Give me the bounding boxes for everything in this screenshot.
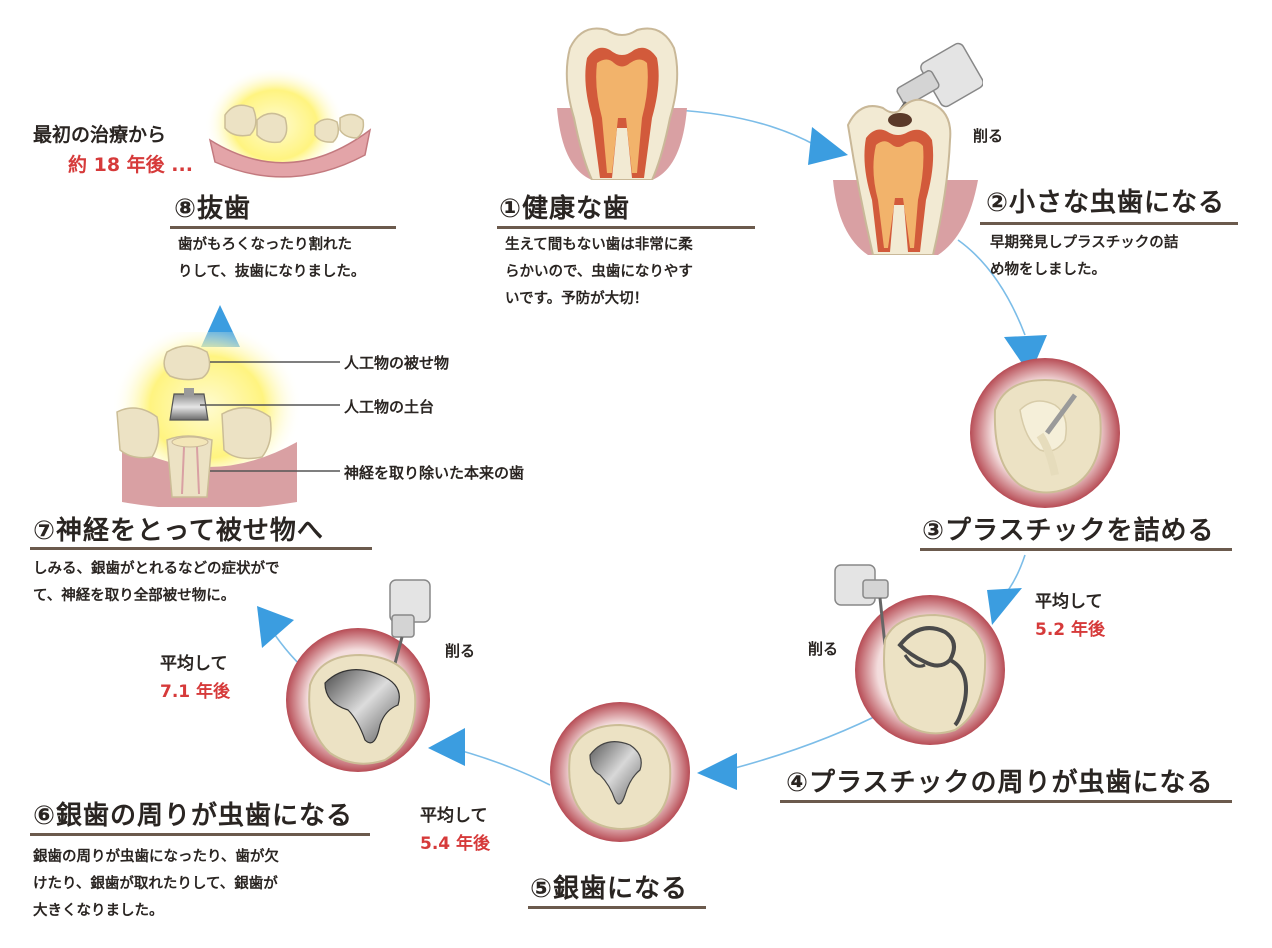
step-1-desc-line: 生えて間もない歯は非常に柔	[505, 237, 693, 253]
dental-drill-icon	[834, 564, 889, 646]
step-8-desc: 歯がもろくなったり割れた りして、抜歯になりました。	[178, 232, 418, 286]
connector-2-3	[957, 239, 1026, 336]
step-3-rule	[920, 548, 1232, 551]
step-3-title: ③プラスチックを詰める	[922, 516, 1215, 546]
step-8-title: ⑧抜歯	[174, 194, 252, 224]
arrow-2-3	[1004, 335, 1047, 375]
step-2-desc-line: め物をしました。	[990, 262, 1106, 278]
arrow-1-2	[808, 127, 848, 165]
plastic-filling-illustration	[970, 358, 1120, 508]
average-interval-5-6: 平均して 5.4 年後	[420, 802, 490, 858]
step-6-rule	[30, 833, 370, 836]
drill-label-step2: 削る	[973, 127, 1004, 145]
step-6-title: ⑥銀歯の周りが虫歯になる	[33, 801, 354, 831]
step-2-title: ②小さな虫歯になる	[986, 188, 1226, 218]
step-1-desc-line: らかいので、虫歯になりやす	[505, 264, 693, 280]
extraction-illustration	[205, 70, 372, 183]
average-prefix: 平均して	[1035, 592, 1103, 612]
label-natural-tooth: 神経を取り除いた本来の歯	[344, 464, 525, 482]
crown-callout-lines	[200, 361, 340, 472]
first-treatment-note: 最初の治療から 約 18 年後 ...	[33, 120, 193, 180]
average-prefix: 平均して	[420, 806, 488, 826]
average-years: 5.2 年後	[1035, 620, 1106, 640]
average-interval-3-4: 平均して 5.2 年後	[1035, 588, 1105, 644]
arrow-4-5	[697, 753, 737, 790]
arrow-6-7	[257, 606, 294, 648]
step-7-desc: しみる、銀歯がとれるなどの症状がで て、神経を取り全部被せ物に。	[33, 556, 373, 610]
healthy-tooth-illustration	[557, 27, 687, 180]
decay-around-silver-illustration	[286, 579, 431, 772]
drill-label-step6: 削る	[445, 642, 476, 660]
dental-drill-icon	[886, 42, 983, 129]
step-1-desc: 生えて間もない歯は非常に柔 らかいので、虫歯になりやす いです。予防が大切！	[505, 232, 755, 313]
step-1-rule	[497, 226, 755, 229]
step-1-title: ①健康な歯	[499, 194, 631, 224]
step-2-desc-line: 早期発見しプラスチックの詰	[990, 235, 1179, 251]
average-prefix: 平均して	[160, 654, 228, 674]
average-interval-6-7: 平均して 7.1 年後	[160, 650, 230, 706]
label-artificial-core: 人工物の土台	[344, 398, 435, 416]
step-4-rule	[780, 800, 1232, 803]
step-6-desc-line: 銀歯の周りが虫歯になったり、歯が欠	[33, 849, 279, 865]
dental-drill-icon	[389, 579, 431, 676]
first-treatment-line2: 約 18 年後 ...	[68, 154, 193, 176]
step-2-desc: 早期発見しプラスチックの詰 め物をしました。	[990, 230, 1250, 284]
step-5-title: ⑤銀歯になる	[530, 874, 689, 904]
step-7-desc-line: て、神経を取り全部被せ物に。	[33, 588, 236, 604]
step-8-rule	[170, 226, 396, 229]
step-2-rule	[980, 222, 1238, 225]
step-5-rule	[528, 906, 706, 909]
crown-illustration	[112, 332, 302, 507]
small-cavity-illustration	[833, 42, 983, 255]
connector-1-2	[675, 109, 816, 146]
step-8-desc-line: りして、抜歯になりました。	[178, 264, 366, 280]
silver-filling-illustration	[550, 702, 690, 842]
step-7-rule	[30, 547, 372, 550]
step-6-desc: 銀歯の周りが虫歯になったり、歯が欠 けたり、銀歯が取れたりして、銀歯が 大きくな…	[33, 844, 373, 925]
decay-around-plastic-illustration	[834, 564, 1005, 745]
arrow-5-6	[428, 728, 465, 766]
step-7-desc-line: しみる、銀歯がとれるなどの症状がで	[33, 561, 280, 577]
step-4-title: ④プラスチックの周りが虫歯になる	[786, 768, 1214, 798]
step-6-desc-line: けたり、銀歯が取れたりして、銀歯が	[33, 876, 278, 892]
label-artificial-crown: 人工物の被せ物	[344, 354, 450, 372]
connector-4-5	[734, 709, 889, 769]
step-8-desc-line: 歯がもろくなったり割れた	[178, 237, 352, 253]
step-1-desc-line: いです。予防が大切！	[505, 291, 649, 307]
average-years: 5.4 年後	[420, 834, 491, 854]
average-years: 7.1 年後	[160, 682, 231, 702]
arrow-3-4	[987, 588, 1022, 625]
drill-label-step4: 削る	[808, 640, 839, 658]
first-treatment-line1: 最初の治療から	[33, 124, 167, 146]
step-7-title: ⑦神経をとって被せ物へ	[33, 516, 324, 546]
step-6-desc-line: 大きくなりました。	[33, 903, 164, 919]
